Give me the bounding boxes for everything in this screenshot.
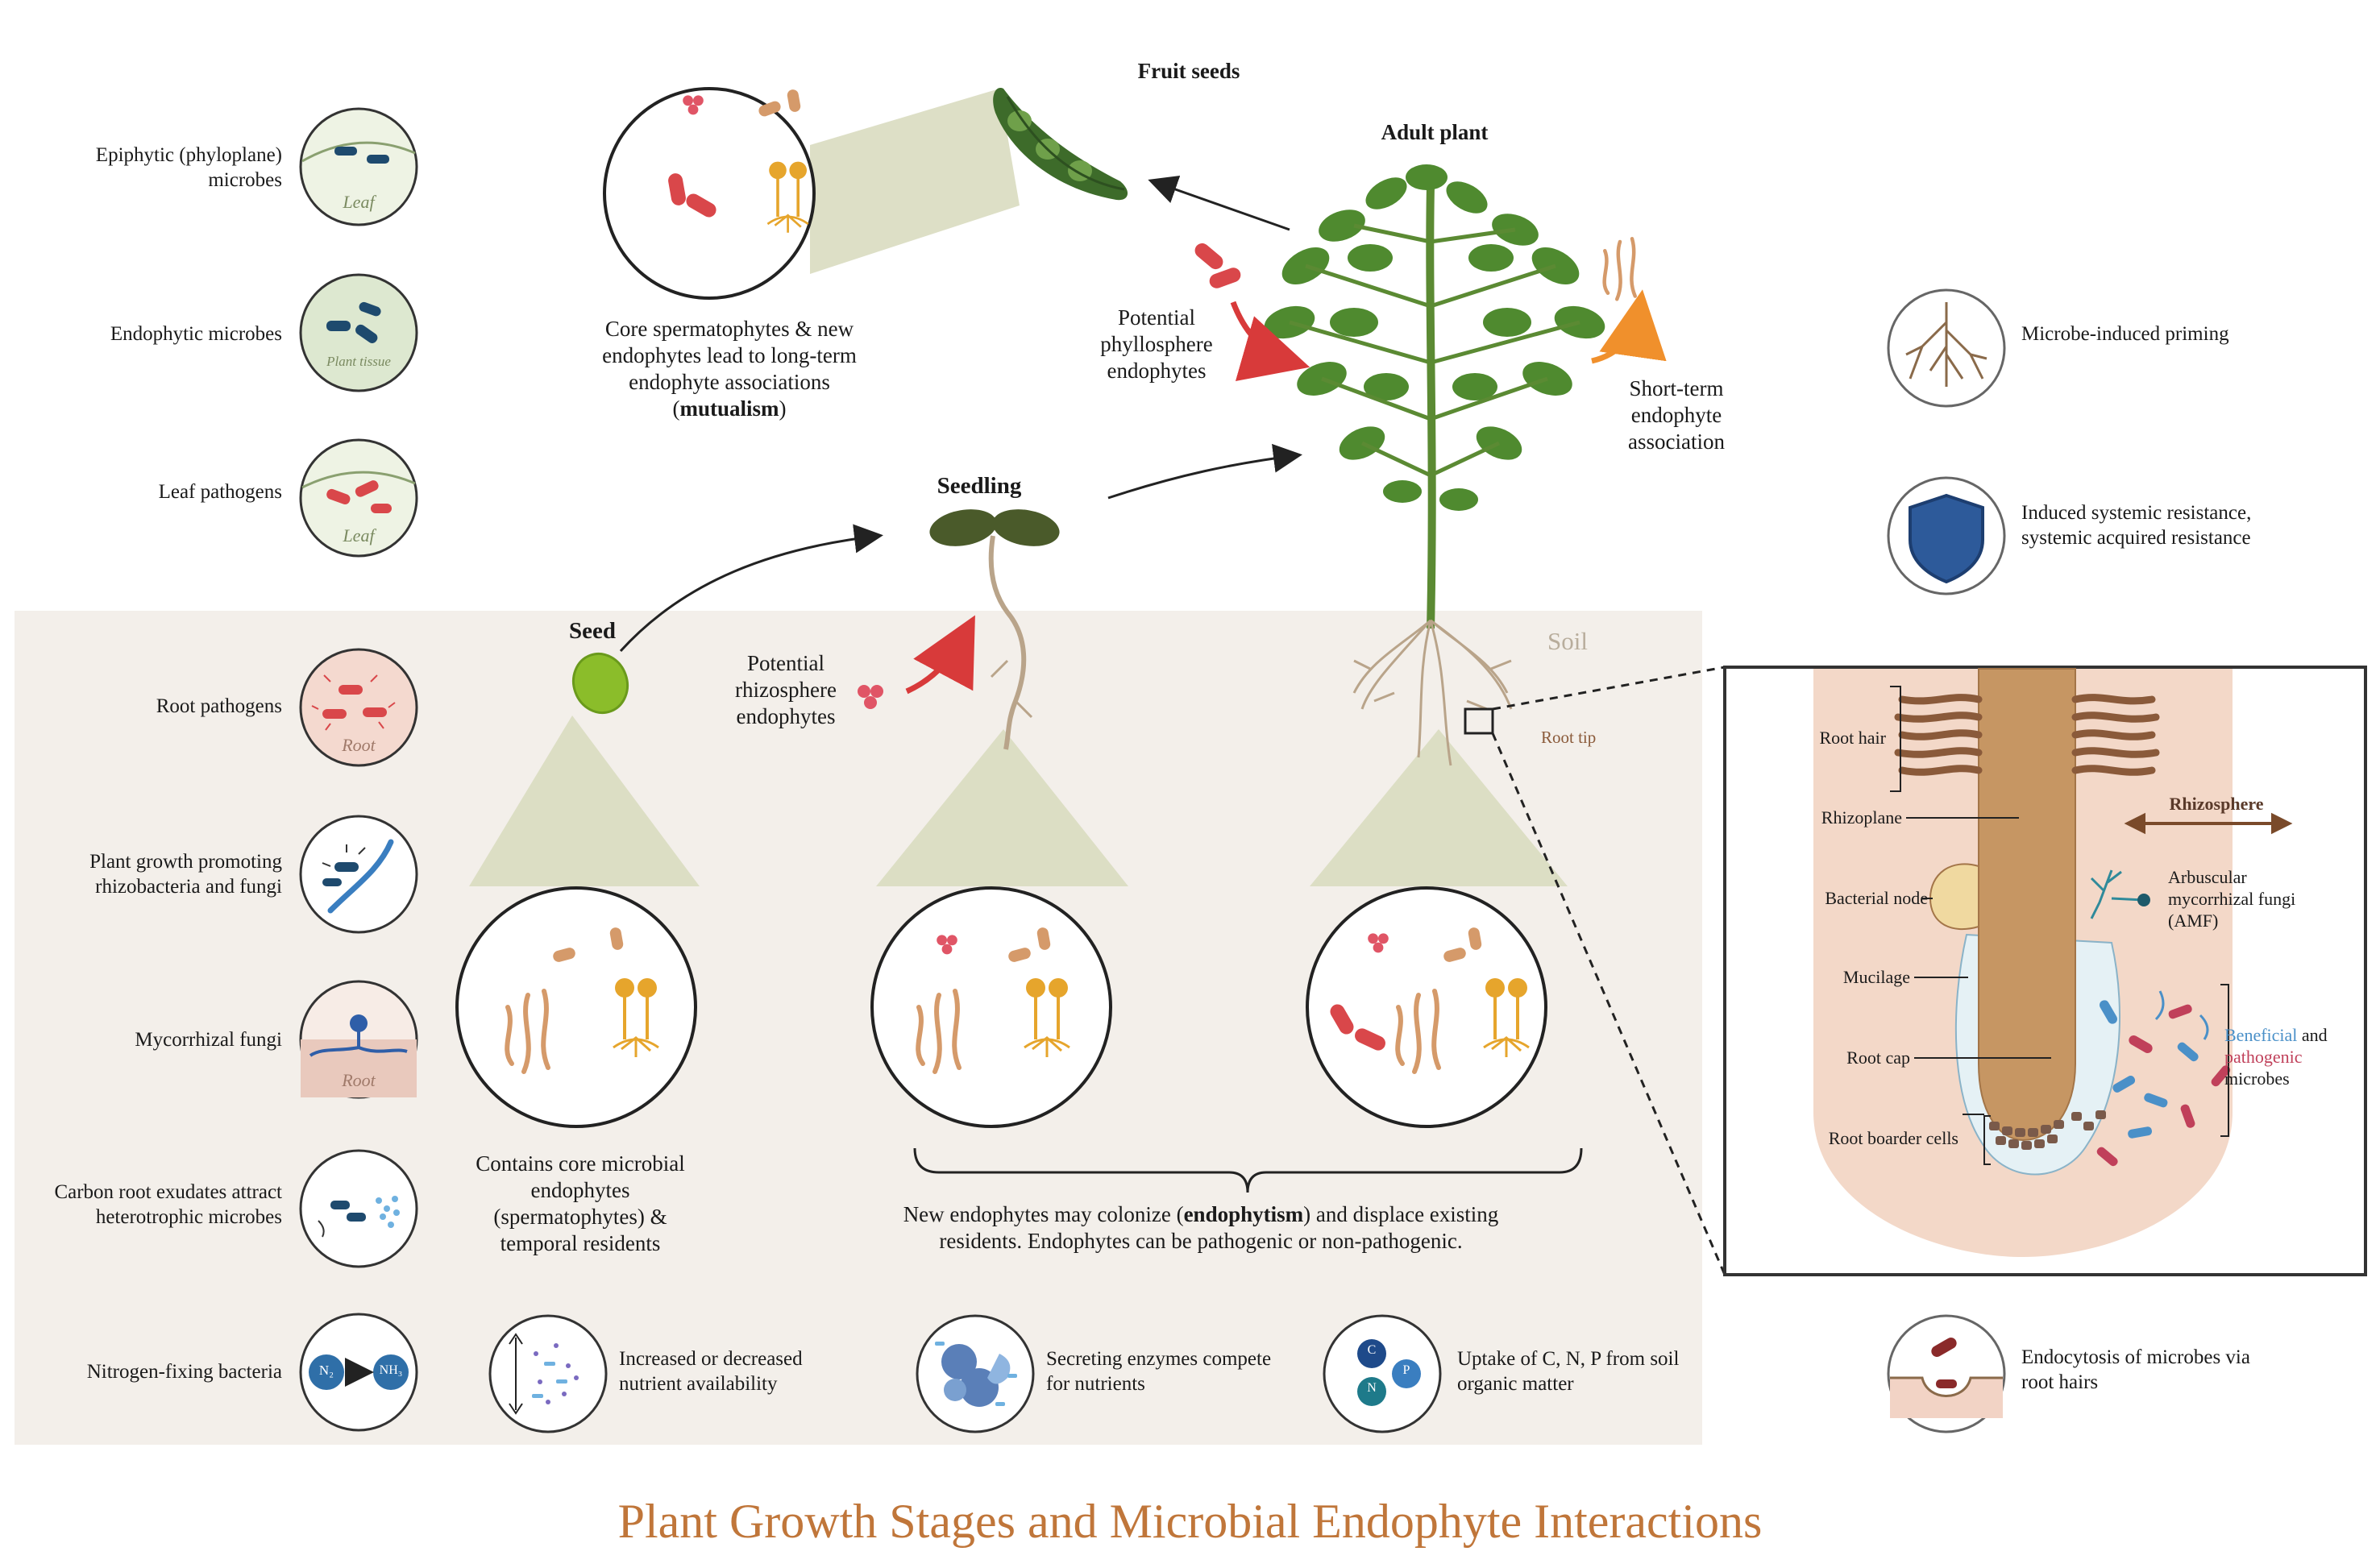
seed-to-seedling-arrow xyxy=(619,524,883,653)
phyllosphere-text: Potential phyllosphere endophytes xyxy=(1100,305,1213,383)
legend-resistance-label: Induced systemic resistance, systemic ac… xyxy=(2021,502,2252,549)
leaf-sublabel-2: Leaf xyxy=(343,525,375,545)
root-cap-label: Root cap xyxy=(1846,1047,1910,1068)
rhizosphere-label: Rhizosphere xyxy=(2169,794,2264,814)
legend-epiphytic-label: Epiphytic (phyloplane) microbes xyxy=(95,144,282,191)
cnp-graphic xyxy=(1357,1339,1421,1406)
left-legend-icon-details xyxy=(301,141,417,1390)
short-term-hyphae xyxy=(1605,239,1635,299)
fruit-zoom-cone xyxy=(810,89,1020,274)
legend-endophytic-label: Endophytic microbes xyxy=(110,323,282,345)
root-priming-graphic xyxy=(1905,302,1987,387)
soil-label: Soil xyxy=(1547,627,1588,655)
legend-leaf-pathogens-label: Leaf pathogens xyxy=(158,481,282,503)
root-sublabel: Root xyxy=(342,735,376,755)
shield-graphic xyxy=(1909,493,1984,584)
letter-p: P xyxy=(1402,1363,1410,1377)
nh3-label: NH₃ xyxy=(379,1363,403,1377)
root-tip-label: Root tip xyxy=(1541,728,1597,747)
bracket xyxy=(913,1147,1583,1193)
mucilage-label: Mucilage xyxy=(1842,967,1910,987)
plant-tissue-sublabel: Plant tissue xyxy=(326,354,391,369)
legend-root-pathogens-label: Root pathogens xyxy=(156,695,282,717)
rhizoplane-label: Rhizoplane xyxy=(1821,807,1902,828)
rhizosphere-text: Potential rhizosphere endophytes xyxy=(735,651,837,728)
legend-cnp-label: Uptake of C, N, P from soil organic matt… xyxy=(1457,1348,1680,1395)
seedling-zoom-cone xyxy=(876,729,1128,886)
adult-plant-label: Adult plant xyxy=(1381,120,1489,144)
seed-microbes-circle xyxy=(455,886,697,1128)
amf-label: Arbuscular mycorrhizal fungi (AMF) xyxy=(2168,867,2296,931)
adult-zoom-cone xyxy=(1310,729,1568,886)
rhizosphere-arrow xyxy=(905,615,975,695)
beneficial-pathogenic-label: Beneficial and pathogenic microbes xyxy=(2224,1025,2328,1089)
enzymes-graphic xyxy=(935,1342,1017,1407)
leaf-sublabel: Leaf xyxy=(343,192,375,212)
seedling-to-adult-arrow xyxy=(1107,443,1302,500)
core-spermatophytes-text: Core spermatophytes & new endophytes lea… xyxy=(602,317,857,421)
phyllosphere-arrow xyxy=(1230,301,1310,382)
seedling-label: Seedling xyxy=(937,473,1022,499)
legend-nutrient-label: Increased or decreased nutrient availabi… xyxy=(619,1348,803,1395)
legend-nitrogen-label: Nitrogen-fixing bacteria xyxy=(86,1361,282,1383)
root-hair-label: Root hair xyxy=(1819,728,1887,748)
adult-to-fruit-arrow xyxy=(1148,176,1290,231)
letter-n: N xyxy=(1367,1381,1377,1395)
nutrient-availability-graphic xyxy=(509,1333,579,1415)
main-title: Plant Growth Stages and Microbial Endoph… xyxy=(617,1495,1763,1548)
legend-mycorrhizal-label: Mycorrhizal fungi xyxy=(135,1029,282,1051)
bacterial-node-label: Bacterial node xyxy=(1825,888,1928,908)
seed-icon xyxy=(572,652,629,715)
root-tip-marker xyxy=(1464,707,1494,735)
root-tip-panel-art xyxy=(1813,668,2293,1257)
seed-residents-text: Contains core microbial endophytes (sper… xyxy=(476,1151,685,1255)
new-endophytes-text: New endophytes may colonize (endophytism… xyxy=(903,1202,1499,1253)
adult-root-microbes-circle xyxy=(1306,886,1547,1128)
endocytosis-graphic xyxy=(1890,1338,2003,1418)
legend-enzymes-label: Secreting enzymes compete for nutrients xyxy=(1046,1348,1272,1395)
phyllosphere-microbes xyxy=(1191,240,1243,291)
letter-c: C xyxy=(1367,1343,1377,1357)
root-sublabel-2: Root xyxy=(342,1070,376,1090)
legend-priming-label: Microbe-induced priming xyxy=(2021,323,2229,345)
fruit-seeds-label: Fruit seeds xyxy=(1137,59,1240,83)
n2-label: N₂ xyxy=(318,1363,334,1378)
short-term-arrow xyxy=(1591,289,1667,364)
short-term-text: Short-term endophyte association xyxy=(1628,376,1725,454)
fruit-pod-icon xyxy=(993,88,1128,201)
fruit-seed-microbes-circle xyxy=(603,87,816,300)
seed-label: Seed xyxy=(569,618,616,644)
root-boarder-cells-label: Root boarder cells xyxy=(1828,1128,1958,1148)
seed-zoom-cone xyxy=(469,716,700,886)
legend-endocytosis-label: Endocytosis of microbes via root hairs xyxy=(2021,1346,2250,1393)
seedling-microbes-circle xyxy=(870,886,1112,1128)
legend-pgpr-label: Plant growth promoting rhizobacteria and… xyxy=(89,851,282,898)
adult-plant-icon xyxy=(1264,164,1605,766)
seedling-icon xyxy=(929,509,1060,750)
legend-root-exudates-label: Carbon root exudates attract heterotroph… xyxy=(54,1181,282,1228)
